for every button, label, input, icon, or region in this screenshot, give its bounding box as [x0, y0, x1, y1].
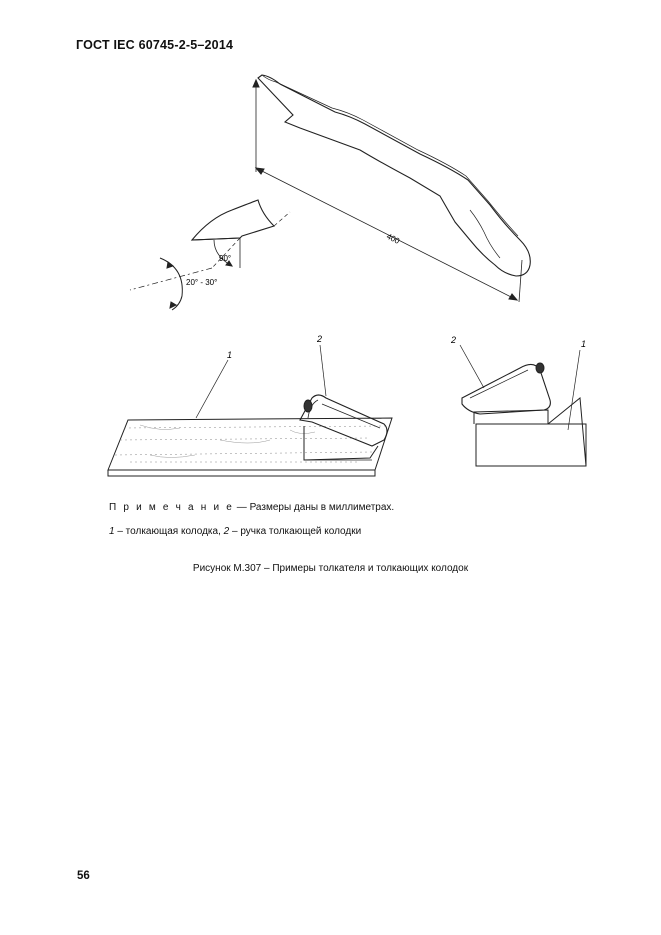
pusher-stick	[252, 74, 531, 303]
push-block-scene-right	[459, 344, 587, 467]
figure-note: П р и м е ч а н и е — Размеры даны в мил…	[109, 502, 394, 513]
document-header: ГОСТ IEC 60745-2-5–2014	[76, 38, 234, 52]
legend-num-1: 1	[109, 526, 115, 537]
legend-text-2: – ручка толкающей колодки	[229, 526, 362, 537]
stick-cross-section	[129, 199, 291, 311]
label-2-left: 2	[316, 334, 322, 344]
label-2-right: 2	[450, 335, 456, 345]
legend-text-1: – толкающая колодка,	[114, 526, 224, 537]
figure-caption: Рисунок М.307 – Примеры толкателя и толк…	[192, 563, 469, 574]
note-prefix: П р и м е ч а н и е	[109, 502, 235, 513]
angle-90-label: 90°	[219, 254, 231, 263]
dimension-400: 400	[385, 232, 401, 246]
angle-range-label: 20° - 30°	[186, 278, 217, 287]
figure-legend: 1 – толкающая колодка, 2 – ручка толкающ…	[109, 526, 361, 537]
label-1-left: 1	[227, 350, 232, 360]
label-1-right: 1	[581, 339, 586, 349]
legend-num-2: 2	[223, 526, 230, 537]
page-number: 56	[77, 870, 90, 882]
note-text: — Размеры даны в миллиметрах.	[234, 502, 395, 513]
push-block-scene-left	[107, 344, 393, 477]
